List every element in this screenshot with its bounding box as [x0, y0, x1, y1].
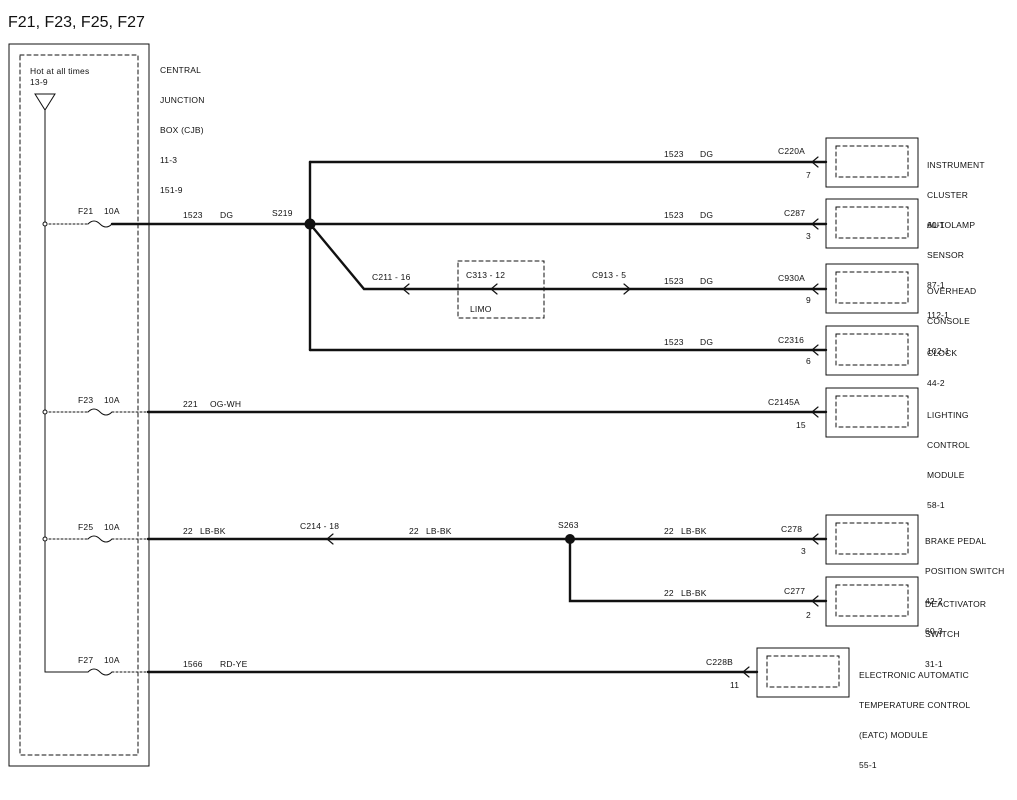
c228b-connector-icon	[742, 666, 750, 678]
wire-color-label: DG	[220, 210, 234, 220]
module-clock	[825, 325, 919, 376]
c913-label: C913 - 5	[592, 270, 627, 280]
wire-color-label: LB-BK	[681, 588, 707, 598]
pin-number: 3	[806, 231, 811, 241]
hot-source-triangle-icon	[34, 93, 56, 111]
c220a-connector-icon	[811, 156, 819, 168]
splice-s263-label: S263	[558, 520, 579, 530]
fuse-f23-id: F23	[78, 395, 94, 405]
c277-connector-icon	[811, 595, 819, 607]
module-lighting-control	[825, 387, 919, 438]
module-overhead-console	[825, 263, 919, 314]
c287-label: C287	[784, 208, 806, 218]
circuit-number-label: 22	[409, 526, 419, 536]
module-brake-pedal-switch	[825, 514, 919, 565]
c2145a-label: C2145A	[768, 397, 800, 407]
pin-number: 9	[806, 295, 811, 305]
circuit-number-label: 1523	[183, 210, 203, 220]
hot-at-all-times-label: Hot at all times	[30, 66, 90, 76]
module-instrument-cluster	[825, 137, 919, 188]
cjb-inner-box	[19, 54, 139, 756]
circuit-number-label: 221	[183, 399, 198, 409]
wire-color-label: DG	[700, 149, 714, 159]
fuse-f23-rating: 10A	[104, 395, 120, 405]
cjb-outer-box	[8, 43, 150, 767]
pin-number: 6	[806, 356, 811, 366]
wire-color-label: OG-WH	[210, 399, 242, 409]
circuit-number-label: 1523	[664, 149, 684, 159]
eatc-module-label: ELECTRONIC AUTOMATIC TEMPERATURE CONTROL…	[859, 670, 971, 770]
c2145a-connector-icon	[811, 406, 819, 418]
wire-color-label: LB-BK	[681, 526, 707, 536]
wire-color-label: DG	[700, 276, 714, 286]
circuit-number-label: 1523	[664, 210, 684, 220]
c214-connector-icon	[326, 533, 334, 545]
brake-pedal-switch-label: BRAKE PEDAL POSITION SWITCH 42-2 60-3	[925, 536, 1005, 636]
fuse-f21-id: F21	[78, 206, 94, 216]
circuit-number-label: 22	[664, 526, 674, 536]
module-deactivator-switch	[825, 576, 919, 627]
wire-color-label: DG	[700, 210, 714, 220]
fuse-f21-symbol	[42, 220, 113, 228]
fuse-f25-rating: 10A	[104, 522, 120, 532]
fuse-f21-rating: 10A	[104, 206, 120, 216]
wire-color-label: RD-YE	[220, 659, 248, 669]
fuse-f27-rating: 10A	[104, 655, 120, 665]
c278-label: C278	[781, 524, 803, 534]
wire-to-overhead-console	[308, 222, 828, 291]
c220a-label: C220A	[778, 146, 805, 156]
pin-number: 11	[730, 680, 740, 690]
c2316-connector-icon	[811, 344, 819, 356]
module-autolamp-sensor	[825, 198, 919, 249]
circuit-number-label: 1523	[664, 337, 684, 347]
splice-s263-dot	[565, 534, 575, 544]
pin-number: 3	[801, 546, 806, 556]
circuit-number-label: 1566	[183, 659, 203, 669]
instrument-cluster-label: INSTRUMENT CLUSTER 60-1	[927, 160, 985, 230]
fuse-f27-symbol	[44, 668, 149, 676]
c211-label: C211 - 16	[372, 272, 411, 282]
c277-label: C277	[784, 586, 806, 596]
pin-number: 2	[806, 610, 811, 620]
deactivator-switch-label: DEACTIVATOR SWITCH 31-1	[925, 599, 987, 669]
wire-to-deactivator-switch	[568, 537, 828, 603]
c287-connector-icon	[811, 218, 819, 230]
c313-label: C313 - 12	[466, 270, 506, 280]
c2316-label: C2316	[778, 335, 805, 345]
pin-number: 15	[796, 420, 806, 430]
pin-number: 7	[806, 170, 811, 180]
clock-label: CLOCK 44-2	[927, 348, 958, 388]
fuse-f25-symbol	[42, 535, 149, 543]
wire-color-label: LB-BK	[426, 526, 452, 536]
lighting-control-module-label: LIGHTING CONTROL MODULE 58-1	[927, 410, 970, 510]
c313-connector-icon	[490, 283, 498, 295]
fuse-f27-id: F27	[78, 655, 94, 665]
autolamp-sensor-label: AUTOLAMP SENSOR 87-1 112-1	[927, 220, 976, 320]
fuse-f25-id: F25	[78, 522, 94, 532]
c930a-label: C930A	[778, 273, 805, 283]
circuit-number-label: 22	[183, 526, 193, 536]
fuse-f23-symbol	[42, 408, 149, 416]
circuit-number-label: 1523	[664, 276, 684, 286]
splice-s219-label: S219	[272, 208, 293, 218]
cjb-label: CENTRAL JUNCTION BOX (CJB) 11-3 151-9	[160, 65, 205, 195]
hot-ref-label: 13-9	[30, 77, 48, 87]
c214-label: C214 - 18	[300, 521, 340, 531]
c211-connector-icon	[402, 283, 410, 295]
circuit-number-label: 22	[664, 588, 674, 598]
module-eatc	[756, 647, 850, 698]
c278-connector-icon	[811, 533, 819, 545]
wire-color-label: DG	[700, 337, 714, 347]
splice-s219-dot	[304, 218, 316, 230]
limo-option-box	[457, 260, 545, 319]
limo-label: LIMO	[470, 304, 492, 314]
wire-color-label: LB-BK	[200, 526, 226, 536]
page-title: F21, F23, F25, F27	[8, 14, 145, 31]
overhead-console-label: OVERHEAD CONSOLE 102-1	[927, 286, 977, 356]
c930a-connector-icon	[811, 283, 819, 295]
c228b-label: C228B	[706, 657, 733, 667]
c913-connector-icon	[623, 283, 631, 295]
